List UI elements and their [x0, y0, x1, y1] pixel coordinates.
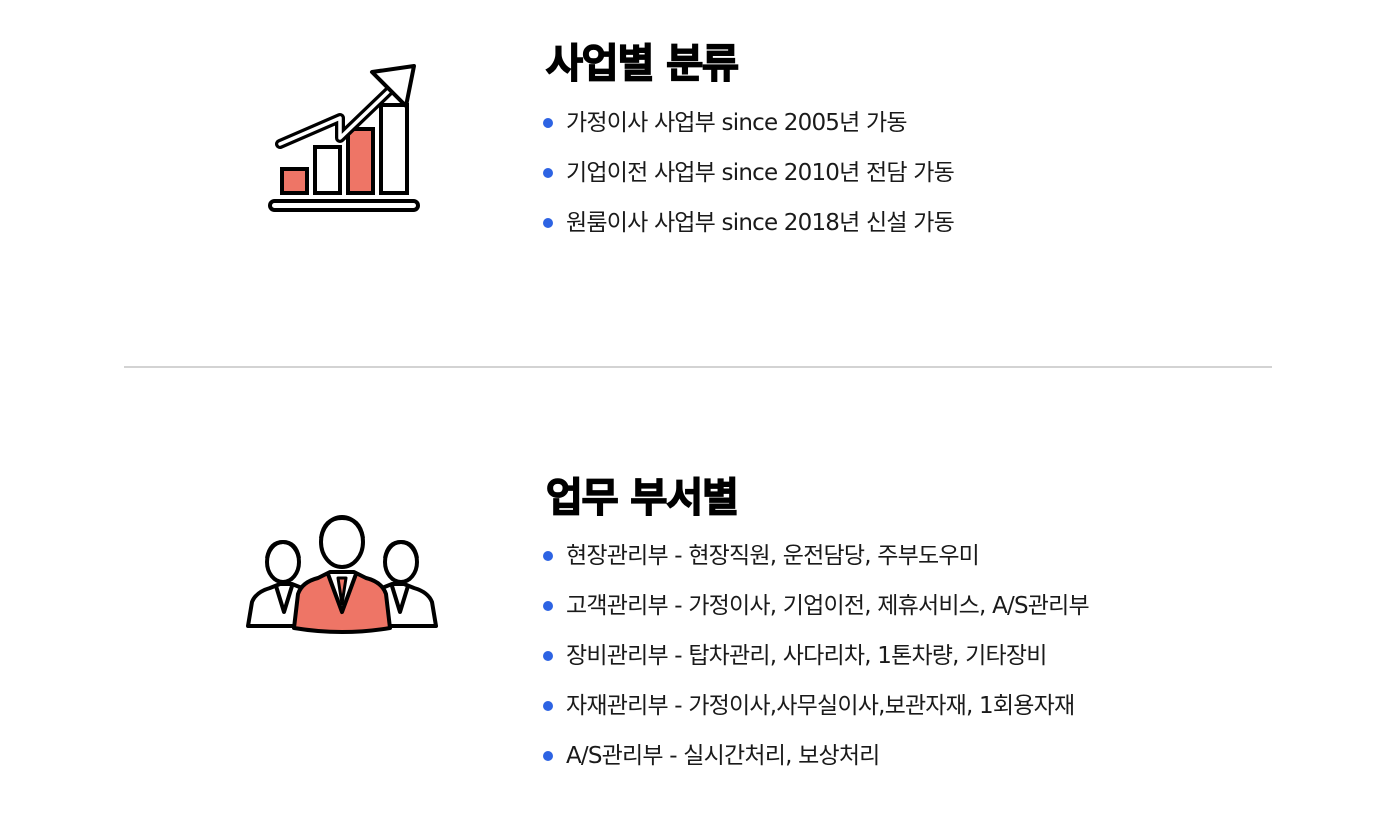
department-content: 업무 부서별 현장관리부 - 현장직원, 운전담당, 주부도우미 고객관리부 -… [543, 474, 1090, 781]
bullet-dot-icon [543, 218, 553, 228]
list-item: 자재관리부 - 가정이사,사무실이사,보관자재, 1회용자재 [543, 681, 1089, 731]
list-item: A/S관리부 - 실시간처리, 보상처리 [543, 731, 1089, 781]
bullet-dot-icon [543, 601, 553, 611]
list-item-text: 가정이사 사업부 since 2005년 가동 [566, 110, 908, 136]
bullet-dot-icon [543, 168, 553, 178]
list-item: 현장관리부 - 현장직원, 운전담당, 주부도우미 [543, 531, 1089, 581]
list-item-text: 자재관리부 - 가정이사,사무실이사,보관자재, 1회용자재 [566, 693, 1075, 719]
team-people-icon [240, 512, 444, 636]
list-item: 장비관리부 - 탑차관리, 사다리차, 1톤차량, 기타장비 [543, 631, 1089, 681]
business-category-section: 사업별 분류 가정이사 사업부 since 2005년 가동 기업이전 사업부 … [0, 0, 1396, 360]
business-list: 가정이사 사업부 since 2005년 가동 기업이전 사업부 since 2… [543, 98, 955, 248]
department-list: 현장관리부 - 현장직원, 운전담당, 주부도우미 고객관리부 - 가정이사, … [543, 531, 1090, 781]
business-category-content: 사업별 분류 가정이사 사업부 since 2005년 가동 기업이전 사업부 … [543, 40, 955, 248]
list-item: 고객관리부 - 가정이사, 기업이전, 제휴서비스, A/S관리부 [543, 581, 1090, 631]
section-divider [124, 366, 1272, 368]
list-item: 원룸이사 사업부 since 2018년 신설 가동 [543, 198, 955, 248]
list-item-text: 현장관리부 - 현장직원, 운전담당, 주부도우미 [566, 543, 980, 569]
list-item-text: A/S관리부 - 실시간처리, 보상처리 [566, 743, 880, 769]
list-item-text: 고객관리부 - 가정이사, 기업이전, 제휴서비스, A/S관리부 [566, 593, 1090, 619]
list-item-text: 원룸이사 사업부 since 2018년 신설 가동 [566, 210, 955, 236]
bullet-dot-icon [543, 701, 553, 711]
list-item-text: 장비관리부 - 탑차관리, 사다리차, 1톤차량, 기타장비 [566, 643, 1047, 669]
section-title: 사업별 분류 [545, 40, 740, 88]
bullet-dot-icon [543, 551, 553, 561]
list-item: 가정이사 사업부 since 2005년 가동 [543, 98, 954, 148]
list-item: 기업이전 사업부 since 2010년 전담 가동 [543, 148, 955, 198]
bullet-dot-icon [543, 751, 553, 761]
list-item-text: 기업이전 사업부 since 2010년 전담 가동 [566, 160, 955, 186]
department-section: 업무 부서별 현장관리부 - 현장직원, 운전담당, 주부도우미 고객관리부 -… [0, 400, 1396, 822]
growth-chart-icon [262, 58, 428, 218]
bullet-dot-icon [543, 651, 553, 661]
bullet-dot-icon [543, 118, 553, 128]
section-title: 업무 부서별 [545, 474, 740, 522]
